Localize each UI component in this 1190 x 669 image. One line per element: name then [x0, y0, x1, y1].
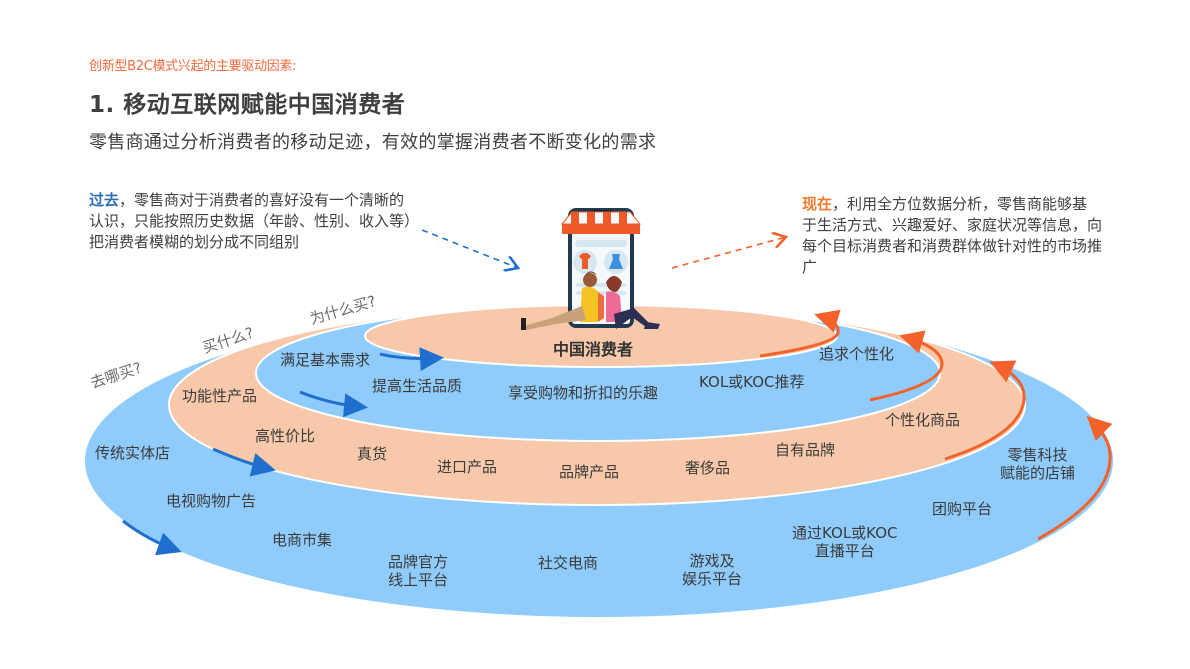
ring-what-item: 奢侈品 — [685, 459, 731, 477]
present-description: 现在，利用全方位数据分析，零售商能够基于生活方式、兴趣爱好、家庭状况等信息，向每… — [802, 194, 1102, 278]
ring-where-item: 传统实体店 — [95, 444, 171, 462]
ring-where-item: 社交电商 — [538, 554, 599, 572]
orange-arrow-what — [944, 360, 1026, 461]
ring-why-item: KOL或KOC推荐 — [699, 373, 805, 391]
ring-why-item: 享受购物和折扣的乐趣 — [508, 384, 659, 402]
ring-what-item: 个性化商品 — [885, 411, 961, 429]
past-text: ，零售商对于消费者的喜好没有一个清晰的认识，只能按照历史数据（年龄、性别、收入等… — [89, 191, 420, 251]
ring-why-item: 提高生活品质 — [372, 377, 463, 395]
ring-where-item: 游戏及 娱乐平台 — [682, 552, 743, 588]
blue-arrow-inner — [379, 347, 444, 372]
past-dashed-arrow — [421, 229, 518, 268]
blue-arrow-where — [122, 519, 182, 556]
ring-where-item: 通过KOL或KOC 直播平台 — [792, 524, 898, 560]
ring-what-item: 真货 — [357, 445, 388, 463]
past-highlight: 过去 — [89, 191, 120, 209]
blue-arrow-what — [212, 447, 276, 477]
ring-where-item: 电视购物广告 — [166, 492, 257, 510]
blue-arrow-why — [299, 390, 368, 418]
ring-why-item: 满足基本需求 — [280, 351, 371, 369]
page-subtitle: 零售商通过分析消费者的移动足迹，有效的掌握消费者不断变化的需求 — [89, 132, 657, 153]
ring-why-item: 追求个性化 — [819, 345, 895, 363]
page-title: 1. 移动互联网赋能中国消费者 — [89, 92, 406, 118]
ring-what-item: 功能性产品 — [182, 387, 258, 405]
past-description: 过去，零售商对于消费者的喜好没有一个清晰的认识，只能按照历史数据（年龄、性别、收… — [89, 190, 419, 253]
orange-arrow-where — [1037, 415, 1113, 541]
ring-where-item: 团购平台 — [932, 500, 993, 518]
ring-where-item: 零售科技 赋能的店铺 — [1000, 446, 1076, 482]
present-dashed-arrow — [671, 237, 786, 269]
ring-where-item: 品牌官方 线上平台 — [388, 553, 449, 589]
present-text: ，利用全方位数据分析，零售商能够基于生活方式、兴趣爱好、家庭状况等信息，向每个目… — [802, 195, 1103, 276]
ring-where-item: 电商市集 — [272, 531, 333, 549]
orange-arrow-why — [869, 330, 944, 402]
kicker-text: 创新型B2C模式兴起的主要驱动因素: — [89, 59, 297, 74]
ring-what-item: 自有品牌 — [775, 441, 836, 459]
ring-what-item: 品牌产品 — [559, 463, 620, 481]
ring-what-item: 进口产品 — [437, 458, 498, 476]
present-highlight: 现在 — [802, 195, 833, 213]
orange-arrow-inner — [759, 309, 841, 358]
ring-what-item: 高性价比 — [255, 427, 316, 445]
phone-store-couple-illustration — [521, 208, 660, 330]
center-label: 中国消费者 — [553, 340, 634, 359]
